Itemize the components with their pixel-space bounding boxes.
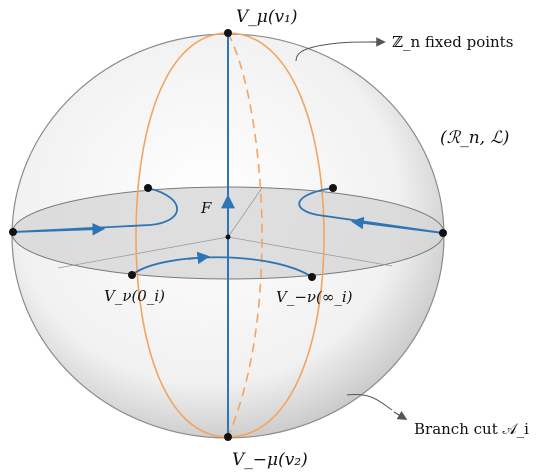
label-bottom-vertex: V_−μ(v₂) xyxy=(232,450,308,470)
point-left-edge xyxy=(9,228,17,236)
left-flow-curve xyxy=(12,187,178,233)
label-fixed-points: ℤ_n fixed points xyxy=(392,33,513,51)
bottom-flow-arrow xyxy=(187,251,211,265)
label-flow: F xyxy=(200,199,212,217)
branch-cut-pointer-tip xyxy=(393,410,408,420)
point-top xyxy=(224,29,232,37)
label-surface: (ℛ_n, ℒ) xyxy=(440,128,509,148)
branch-cut-pointer xyxy=(346,393,393,411)
point-v-nu xyxy=(128,271,136,279)
meridian-front-right xyxy=(227,32,325,438)
fixed-points-pointer xyxy=(295,41,371,62)
label-v-nu: V_ν(0_i) xyxy=(104,287,165,305)
bottom-flow-arc xyxy=(131,256,313,278)
meridian-front xyxy=(135,32,229,438)
label-branch-cut: Branch cut 𝒜_i xyxy=(414,420,529,438)
right-flow-curve xyxy=(298,187,444,234)
label-top-vertex: V_μ(v₁) xyxy=(236,7,298,27)
point-bottom xyxy=(224,433,232,441)
point-v-minus-nu xyxy=(308,273,316,281)
branch-cut-curve xyxy=(227,32,263,438)
point-right-edge xyxy=(439,229,447,237)
point-upper-right xyxy=(329,184,337,192)
plane-guide-lines xyxy=(57,187,393,269)
label-v-minus-nu: V_−ν(∞_i) xyxy=(276,288,353,306)
point-center xyxy=(225,234,231,240)
vertex-points xyxy=(9,29,447,441)
point-upper-left xyxy=(144,184,152,192)
